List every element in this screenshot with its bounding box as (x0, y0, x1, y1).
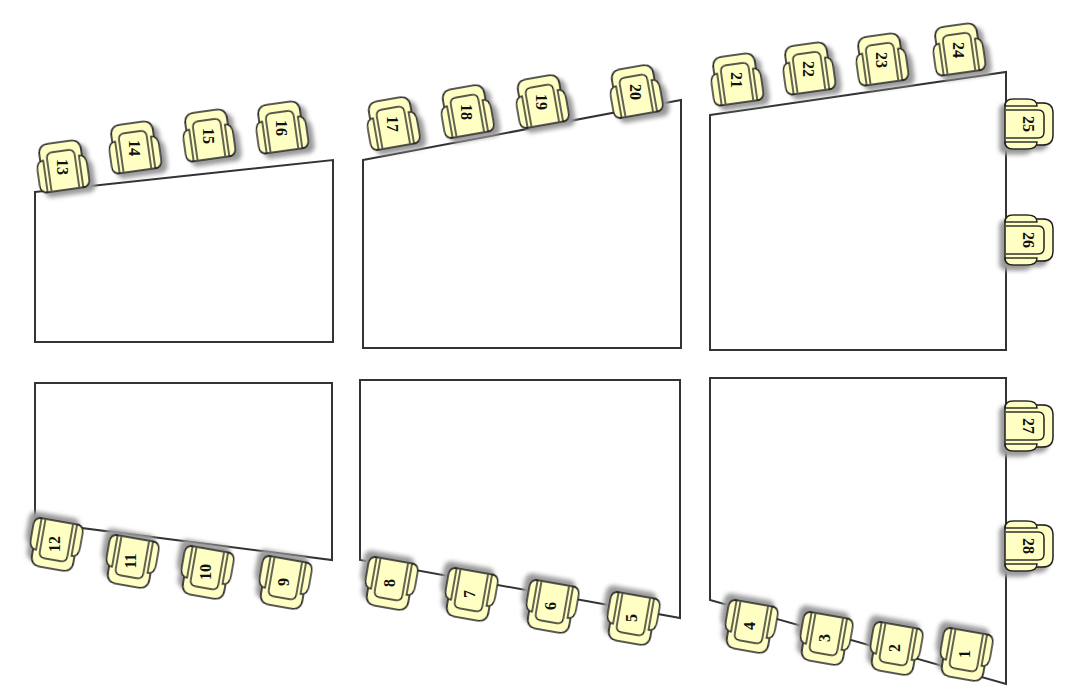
seat: 2 (864, 619, 927, 682)
seat: 27 (1003, 399, 1057, 453)
seat: 1 (934, 625, 997, 688)
seat: 14 (104, 116, 165, 177)
seat: 12 (24, 515, 87, 578)
seat-number: 15 (200, 128, 216, 144)
seat: 11 (100, 532, 163, 595)
seat: 26 (1003, 213, 1057, 267)
seat-number: 5 (624, 614, 640, 622)
table-outline (360, 380, 680, 618)
seat-number: 14 (126, 140, 142, 156)
seat-number: 18 (458, 104, 474, 120)
seat: 24 (928, 18, 989, 79)
seat-number: 12 (47, 536, 63, 552)
seat-number: 16 (273, 120, 289, 136)
seat-number: 1 (957, 650, 973, 658)
seat: 18 (435, 79, 498, 142)
seat-number: 8 (382, 579, 398, 587)
seat: 23 (851, 28, 912, 89)
seat: 17 (361, 91, 424, 154)
seat: 9 (253, 553, 316, 616)
seat-number: 23 (873, 52, 889, 68)
seat-number: 11 (123, 553, 139, 568)
seat-number: 9 (276, 578, 292, 586)
seat-number: 17 (384, 116, 400, 132)
seat: 15 (178, 104, 239, 165)
seat-number: 20 (627, 84, 643, 100)
seat-number: 13 (54, 159, 70, 175)
seat: 19 (510, 69, 573, 132)
table-outline (35, 383, 332, 560)
seat-number: 4 (742, 622, 758, 630)
seat-number: 21 (728, 72, 744, 88)
seat: 20 (604, 59, 667, 122)
seat-number: 28 (1020, 538, 1036, 554)
seat-number: 3 (817, 634, 833, 642)
seat-number: 6 (543, 602, 559, 610)
seat: 16 (251, 96, 312, 157)
seat-number: 27 (1020, 418, 1036, 434)
seat: 5 (601, 589, 664, 652)
seat: 21 (706, 48, 767, 109)
seat-number: 22 (800, 61, 816, 77)
seat-number: 25 (1020, 116, 1036, 132)
seat: 6 (520, 577, 583, 640)
table-outline (710, 378, 1006, 684)
seat: 22 (778, 37, 839, 98)
seat-number: 26 (1020, 232, 1036, 248)
seat: 10 (175, 543, 238, 606)
seat: 7 (439, 565, 502, 628)
seat-number: 2 (887, 644, 903, 652)
seat-number: 24 (950, 42, 966, 58)
seat: 3 (794, 609, 857, 672)
seat-number: 19 (533, 94, 549, 110)
seat: 25 (1003, 97, 1057, 151)
seat: 28 (1003, 519, 1057, 573)
seat: 4 (719, 597, 782, 660)
table-outline (710, 72, 1006, 350)
seat: 8 (359, 554, 422, 617)
seat: 13 (32, 135, 93, 196)
seat-number: 10 (198, 564, 214, 580)
seat-number: 7 (462, 590, 478, 598)
